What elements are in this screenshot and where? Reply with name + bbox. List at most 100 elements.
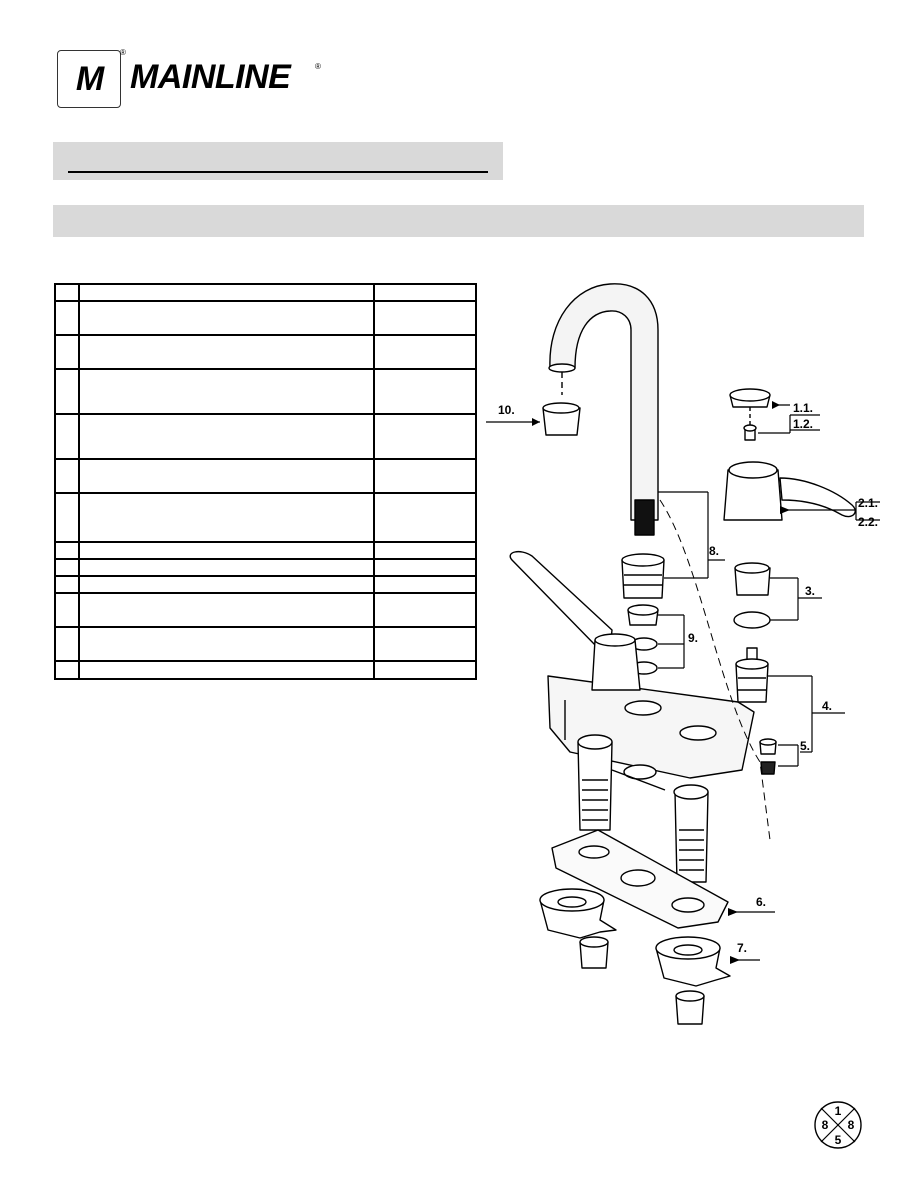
parts-table-cell — [54, 660, 80, 680]
left-lock-nut — [539, 888, 617, 939]
parts-table — [54, 283, 477, 680]
seat-spring — [759, 738, 777, 775]
gooseneck-spout — [549, 283, 659, 521]
parts-table-cell — [54, 541, 80, 560]
right-blade-handle — [723, 461, 856, 521]
callout-4: 4. — [822, 699, 832, 713]
right-lock-nut — [655, 936, 731, 987]
badge-left: 8 — [822, 1118, 829, 1132]
parts-table-cell — [78, 626, 375, 662]
registered-symbol-2: ® — [315, 62, 321, 71]
parts-table-row — [54, 575, 477, 594]
parts-table-row — [54, 492, 477, 543]
parts-table-cell — [78, 541, 375, 560]
registered-symbol: ® — [120, 48, 126, 57]
callout-10: 10. — [498, 403, 515, 417]
handle-screw — [743, 424, 757, 441]
parts-table-row — [54, 334, 477, 370]
parts-table-cell — [373, 300, 477, 336]
right-coupling-nut — [675, 990, 705, 1025]
cartridge — [735, 647, 769, 703]
left-blade-handle — [509, 550, 641, 691]
parts-table-cell — [78, 458, 375, 494]
parts-table-row — [54, 458, 477, 494]
parts-table-cell — [54, 283, 80, 302]
callout-8: 8. — [709, 544, 719, 558]
callout-7: 7. — [737, 941, 747, 955]
aerator — [542, 402, 581, 436]
parts-table-cell — [78, 592, 375, 628]
callout-6: 6. — [756, 895, 766, 909]
callout-3: 3. — [805, 584, 815, 598]
parts-table-cell — [78, 300, 375, 336]
parts-table-row — [54, 558, 477, 577]
parts-table-cell — [54, 492, 80, 543]
parts-table-cell — [54, 626, 80, 662]
parts-table-row — [54, 541, 477, 560]
parts-table-cell — [373, 283, 477, 302]
spread-badge: 1 8 8 5 — [814, 1101, 862, 1149]
parts-table-cell — [78, 558, 375, 577]
parts-table-row — [54, 592, 477, 628]
parts-table-cell — [78, 413, 375, 460]
center-connector — [611, 764, 666, 791]
exploded-faucet-diagram: 10. 1.1. 1.2. 2.1. 2.2. 3. 4. 5. 6. 7. 8… — [486, 283, 880, 1025]
spout-nut — [621, 553, 665, 599]
parts-table-row — [54, 283, 477, 302]
right-shank — [673, 784, 709, 883]
parts-table-cell — [54, 413, 80, 460]
parts-table-row — [54, 413, 477, 460]
section-band — [53, 205, 864, 237]
spout-thread — [634, 499, 655, 536]
parts-table-cell — [54, 300, 80, 336]
parts-table-row — [54, 626, 477, 662]
callout-2-2: 2.2. — [858, 515, 878, 529]
parts-table-cell — [78, 492, 375, 543]
callout-1-2: 1.2. — [793, 417, 813, 431]
parts-table-cell — [54, 592, 80, 628]
parts-table-cell — [78, 334, 375, 370]
parts-table-cell — [78, 575, 375, 594]
badge-bottom: 5 — [835, 1133, 842, 1147]
parts-table-cell — [78, 660, 375, 680]
bonnet-washer — [733, 611, 771, 629]
parts-table-cell — [373, 413, 477, 460]
parts-table-cell — [373, 660, 477, 680]
parts-table-cell — [54, 575, 80, 594]
badge-right: 8 — [848, 1118, 855, 1132]
parts-table-row — [54, 368, 477, 415]
swivel-seal — [627, 604, 659, 626]
parts-table-cell — [373, 492, 477, 543]
parts-table-cell — [54, 458, 80, 494]
parts-table-row — [54, 660, 477, 680]
parts-table-cell — [373, 558, 477, 577]
parts-table-cell — [54, 558, 80, 577]
title-rule — [68, 171, 488, 173]
spout-tip — [548, 363, 576, 373]
parts-table-cell — [78, 368, 375, 415]
callout-2-1: 2.1. — [858, 496, 878, 510]
parts-table-cell — [373, 368, 477, 415]
parts-table-cell — [373, 575, 477, 594]
callout-1-1: 1.1. — [793, 401, 813, 415]
parts-table-cell — [373, 541, 477, 560]
brand-logo-mark: M — [57, 50, 121, 108]
bonnet-nut — [734, 562, 771, 596]
left-shank — [577, 734, 613, 831]
brand-mark-letter: M — [75, 59, 104, 98]
callout-9: 9. — [688, 631, 698, 645]
parts-table-row — [54, 300, 477, 336]
parts-table-cell — [373, 592, 477, 628]
left-coupling-nut — [579, 936, 609, 969]
index-cap — [729, 388, 771, 408]
badge-top: 1 — [835, 1104, 842, 1118]
deck-gasket — [551, 829, 729, 929]
parts-table-cell — [78, 283, 375, 302]
parts-table-cell — [373, 334, 477, 370]
title-band — [53, 142, 503, 180]
brand-name: MAINLINE — [130, 58, 291, 96]
callout-5: 5. — [800, 739, 810, 753]
parts-table-cell — [54, 334, 80, 370]
parts-table-cell — [373, 626, 477, 662]
parts-table-cell — [373, 458, 477, 494]
